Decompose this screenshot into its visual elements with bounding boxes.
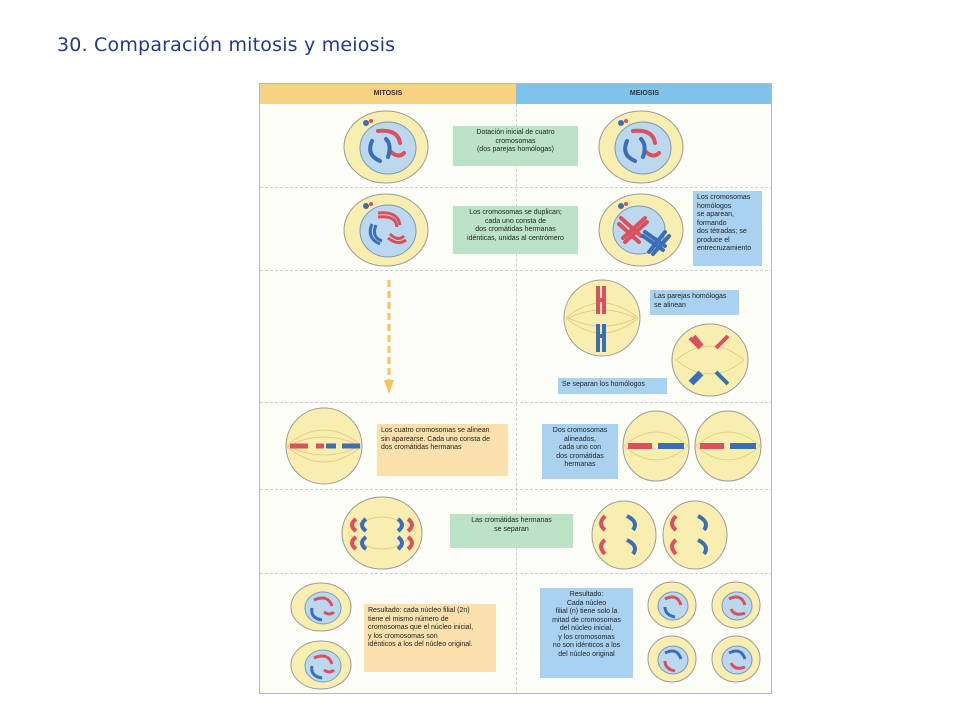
slide-title: 30. Comparación mitosis y meiosis (57, 34, 396, 56)
meiosis-ii-aligned-cell-right (694, 410, 762, 482)
mitosis-initial-cell (342, 109, 430, 185)
label-tetrads: Los cromosomas homólogos se aparean, for… (693, 191, 762, 266)
label-mitosis-result: Resultado: cada núcleo filial (2n) tiene… (364, 604, 496, 672)
mitosis-duplicated-cell (342, 192, 430, 268)
row-divider (260, 573, 771, 574)
mitosis-aligned-cell (282, 406, 366, 486)
mitosis-column-header: MITOSIS (260, 84, 516, 104)
meiosis-daughter-cell-3 (647, 635, 697, 683)
mitosis-daughter-cell-bottom (290, 640, 352, 690)
meiosis-daughter-cell-4 (711, 635, 761, 683)
meiosis-column-header: MEIOSIS (516, 84, 771, 104)
label-homologs-separate: Se separan los homólogos (558, 378, 667, 394)
meiosis-daughter-cell-2 (711, 581, 761, 629)
meiosis-ii-aligned-cell-left (622, 410, 690, 482)
meiosis-tetrad-cell (597, 192, 685, 268)
meiosis-daughter-cell-1 (647, 581, 697, 629)
comparison-figure: MITOSIS MEIOSIS Dotación inicial de cuat… (259, 83, 772, 694)
row-divider (260, 402, 771, 403)
meiosis-ii-anaphase-cell-left (591, 500, 657, 570)
row-divider (260, 187, 771, 188)
row-divider (260, 270, 771, 271)
label-chromatids-separate: Las cromátidas hermanas se separan (450, 514, 573, 548)
meiosis-pairs-aligned-cell (562, 278, 642, 358)
column-divider (516, 104, 517, 693)
meiosis-homologs-separating-cell (670, 322, 750, 398)
mitosis-anaphase-cell (340, 495, 424, 571)
label-duplicate: Los cromosomas se duplican; cada uno con… (453, 206, 578, 254)
label-meiosis-align: Dos cromosomas alineados, cada uno con d… (542, 424, 618, 479)
mitosis-daughter-cell-top (290, 582, 352, 632)
meiosis-ii-anaphase-cell-right (662, 500, 728, 570)
label-pairs-align: Las parejas homólogas se alinean (650, 290, 739, 315)
mitosis-continue-arrow (384, 280, 394, 396)
row-divider (260, 489, 771, 490)
meiosis-initial-cell (597, 109, 685, 185)
label-initial: Dotación inicial de cuatro cromosomas (d… (453, 126, 578, 166)
label-meiosis-result: Resultado: Cada núcleo filial (n) tiene … (540, 588, 633, 678)
label-mitosis-align: Los cuatro cromosomas se alinean sin apa… (377, 424, 508, 476)
